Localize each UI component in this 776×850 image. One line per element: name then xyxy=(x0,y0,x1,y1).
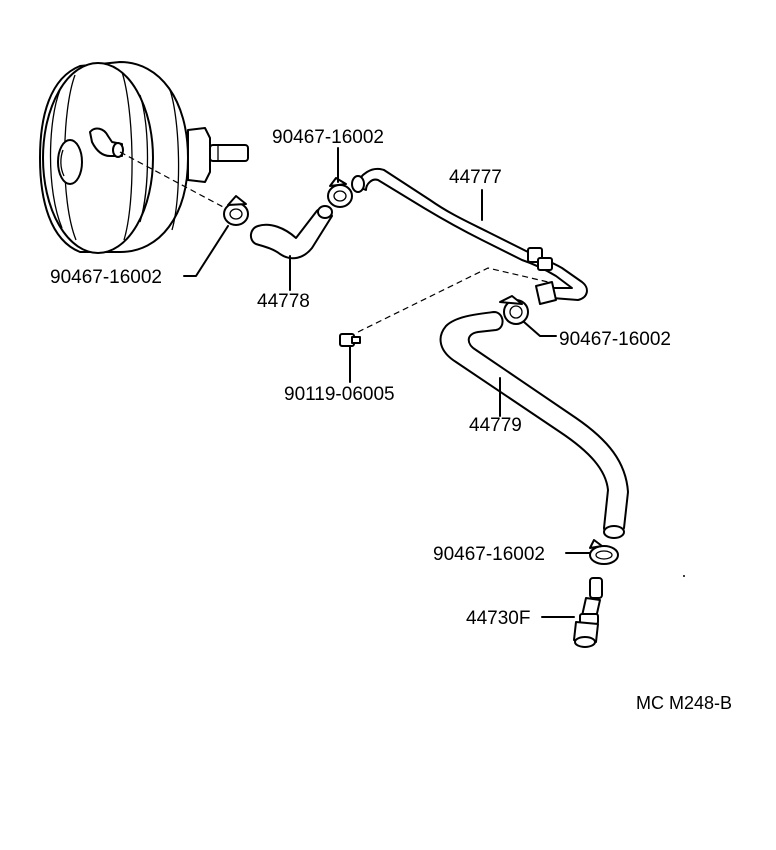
hose-icon xyxy=(250,205,333,260)
label-bolt: 90119-06005 xyxy=(284,384,395,405)
hose-icon xyxy=(439,311,629,539)
check-valve-icon xyxy=(573,577,603,648)
hose-icon xyxy=(351,168,588,305)
label-clamp-right: 90467-16002 xyxy=(559,329,671,350)
hose-clamp-icon xyxy=(327,177,353,208)
label-clamp-bottom: 90467-16002 xyxy=(433,544,545,565)
leader-lines xyxy=(183,147,591,618)
bolt-icon xyxy=(339,333,361,347)
hose-clamp-icon xyxy=(223,195,249,226)
hose-clamp-icon xyxy=(499,295,529,325)
brake-booster-icon xyxy=(39,61,249,254)
label-clamp-top: 90467-16002 xyxy=(272,127,384,148)
label-hose-44777: 44777 xyxy=(449,167,502,188)
hose-clamp-icon xyxy=(589,539,619,565)
drawing-code: MC M248-B xyxy=(636,693,733,713)
label-hose-44779: 44779 xyxy=(469,415,522,436)
label-hose-44778: 44778 xyxy=(257,291,310,312)
label-clamp-left: 90467-16002 xyxy=(50,267,162,288)
label-valve: 44730F xyxy=(466,608,531,629)
